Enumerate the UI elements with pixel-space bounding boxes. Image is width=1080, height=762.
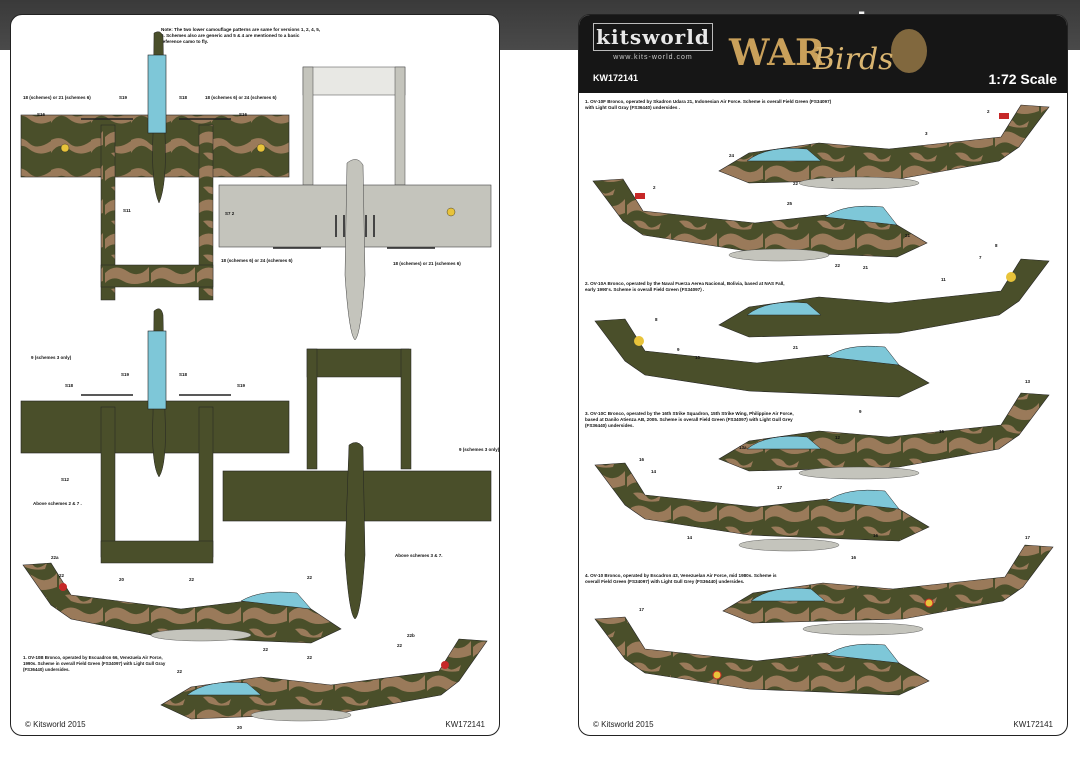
callout-label: 4 — [831, 177, 834, 182]
callout-label: 22 — [307, 655, 313, 660]
callout-label: 17 — [777, 485, 783, 490]
callout-label: S18 — [179, 95, 188, 100]
callout-label: 8 — [655, 317, 658, 322]
callout-label: S16 — [37, 112, 46, 117]
scheme1-caption: 1. OV-10B Bronco, operated by Escuadron … — [23, 655, 166, 672]
callout-label: 13 — [1025, 379, 1031, 384]
kit-code: KW172141 — [593, 73, 639, 83]
callout-label: 22 — [835, 263, 841, 268]
callout-label: 18 (schemes) or 21 (schemes 6) — [393, 261, 461, 266]
sheet-code: KW172141 — [1013, 720, 1053, 729]
callout-label: 22 — [263, 647, 269, 652]
copyright: © Kitsworld 2015 — [593, 720, 654, 729]
callout-label: S18 — [179, 372, 188, 377]
side-view-scheme1-lower — [160, 638, 488, 722]
callout-label: S11 — [123, 208, 131, 213]
kitsworld-logo: kitsworld www.kits-world.com — [593, 23, 713, 75]
callout-label: S19 — [119, 95, 128, 100]
left-decal-sheet: Note: The two lower camouflage patterns … — [10, 14, 500, 736]
callout-label: 22a — [51, 555, 59, 560]
callout-label: 2 — [987, 109, 990, 114]
callout-label: 22 — [189, 577, 195, 582]
callout-label: 3 — [925, 131, 928, 136]
callout-label: 20 — [119, 577, 125, 582]
callout-label: 20 — [237, 725, 243, 730]
camo-note: Note: The two lower camouflage patterns … — [161, 27, 321, 44]
callout-label: 21 — [863, 265, 869, 270]
callout-label: 18 (schemes) or 21 (schemes 6) — [23, 95, 91, 100]
callout-label: 2 — [653, 185, 656, 190]
callout-label: 12 — [835, 435, 841, 440]
underside-grey-aircraft — [218, 66, 492, 341]
underside-green-aircraft — [222, 348, 492, 620]
callout-label: 24 — [729, 153, 735, 158]
callout-label: 17 — [1025, 535, 1031, 540]
callout-label: S18 — [65, 383, 74, 388]
callout-label: S7 2 — [225, 211, 235, 216]
scheme-caption-2: 2. OV-10A Bronco, operated by the Naval … — [585, 281, 785, 292]
callout-label: 11 — [941, 277, 946, 282]
right-side-views — [592, 104, 1054, 696]
callout-label: 18 (schemes 6) or 24 (schemes 6) — [205, 95, 277, 100]
callout-label: 21 — [793, 345, 799, 350]
scheme-caption-4: 4. OV-10 Bronco, operated by Escadron 43… — [585, 573, 777, 584]
callout-label: 9 — [677, 347, 680, 352]
callout-label: S12 — [61, 477, 70, 482]
copyright: © Kitsworld 2015 — [25, 720, 86, 729]
callout-label: 22 — [793, 181, 799, 186]
right-decal-sheet: kitsworld www.kits-world.com KW172141 WA… — [578, 14, 1068, 736]
callout-label: 14 — [687, 535, 693, 540]
scheme-caption-1: 1. OV-10F Bronco, operated by Skadron Ud… — [585, 99, 832, 110]
callout-label: 21 — [905, 233, 911, 238]
note-above-schemes-37: Above schemes 3 & 7. — [395, 553, 443, 558]
callout-label: 18 (schemes 6) or 24 (schemes 6) — [221, 258, 293, 263]
sheet-code: KW172141 — [445, 720, 485, 729]
warbirds-logo: WAR Birds — [728, 29, 927, 77]
callout-label: 22 — [397, 643, 403, 648]
callout-label: 22b — [407, 633, 415, 638]
top-view-green-aircraft — [20, 308, 290, 564]
callout-label: 7 — [979, 255, 982, 260]
svg-text:WAR: WAR — [728, 32, 826, 74]
callout-label: 17 — [639, 607, 645, 612]
svg-text:Birds: Birds — [812, 42, 894, 77]
callout-label: 8 — [995, 243, 998, 248]
callout-label: S19 — [237, 383, 246, 388]
callout-label: 15 — [939, 429, 945, 434]
callout-label: 22 — [307, 575, 313, 580]
callout-label: 16 — [851, 555, 857, 560]
callout-label: 25 — [787, 201, 793, 206]
callout-label: S19 — [121, 372, 130, 377]
callout-label: 13a — [739, 445, 747, 450]
note-above-schemes-246: Above schemes 2 & 7 . — [33, 501, 82, 506]
callout-label: S16 — [239, 112, 248, 117]
callout-label: 16 — [639, 457, 645, 462]
callout-label: 16 — [873, 533, 879, 538]
top-view-camo-aircraft — [20, 31, 290, 301]
callout-label: 9 (schemes 3 only) — [31, 355, 72, 360]
callout-label: 14 — [651, 469, 657, 474]
callout-label: 22 — [59, 573, 65, 578]
header-band: kitsworld www.kits-world.com KW172141 WA… — [579, 15, 1067, 93]
scheme-caption-3: 3. OV-10C Bronco, operated by the 16th S… — [585, 411, 794, 428]
side-view-scheme1-upper — [22, 562, 342, 644]
scale-label: 1:72 Scale — [988, 71, 1058, 87]
logo-url: www.kits-world.com — [613, 54, 693, 61]
callout-label: 9 (schemes 3 only) — [459, 447, 500, 452]
callout-label: 22 — [177, 669, 183, 674]
callout-label: 9 — [859, 409, 862, 414]
callout-label: 10 — [695, 355, 701, 360]
